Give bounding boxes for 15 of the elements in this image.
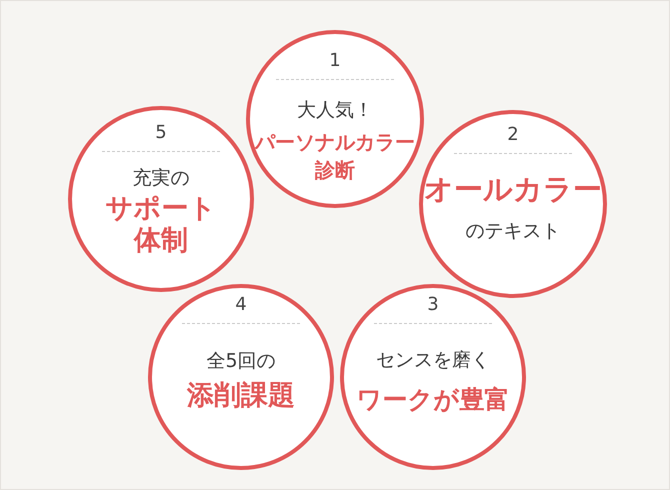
feature-text: 大人気！ [297,98,373,123]
step-number: 1 [329,50,341,72]
highlight-text: 添削課題 [187,379,295,413]
highlight-text: ワークが豊富 [356,384,510,416]
highlight-text: パーソナルカラー診断 [254,129,416,184]
highlight-text: オールカラー [424,171,602,207]
feature-text: 全5回の [206,349,276,374]
feature-text: センスを磨く [376,348,490,373]
highlight-text: サポート体制 [104,193,218,257]
step-number: 3 [427,294,439,316]
feature-text: 充実の [132,166,190,191]
step-number: 4 [235,294,247,316]
feature-text: のテキスト [466,219,560,244]
step-number: 5 [155,122,167,144]
step-number: 2 [507,124,519,146]
